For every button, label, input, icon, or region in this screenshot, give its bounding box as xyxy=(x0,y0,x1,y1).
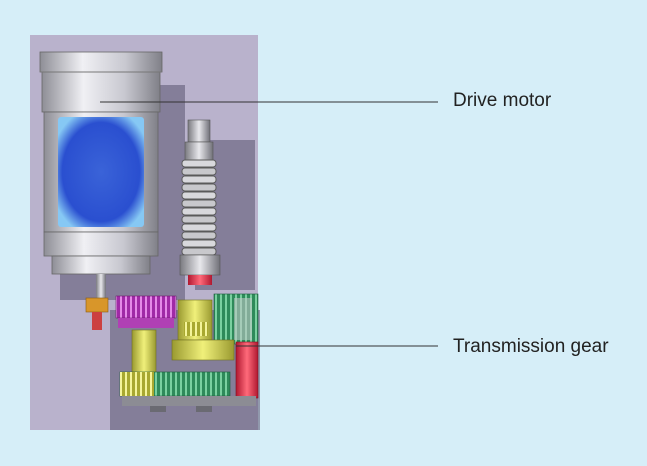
drive-motor-label: Drive motor xyxy=(453,90,552,111)
transmission-gear-label: Transmission gear xyxy=(453,336,609,357)
drive-motor-illustration xyxy=(39,51,163,304)
spring-assembly-illustration xyxy=(179,119,221,285)
transmission-gear-illustration xyxy=(85,293,259,412)
